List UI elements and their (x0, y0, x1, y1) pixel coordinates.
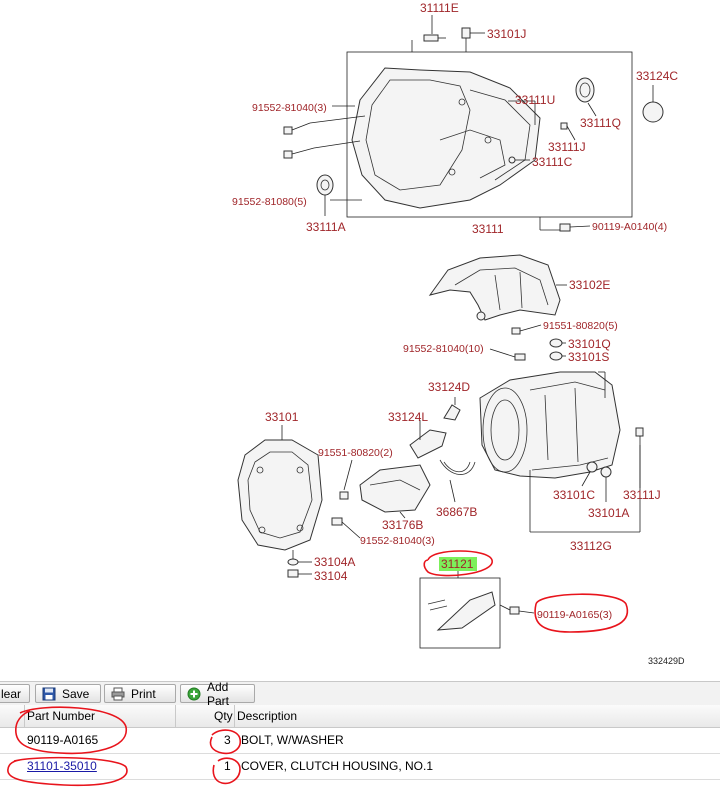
plus-circle-icon (187, 687, 201, 701)
bolt-91551-80820-5 (476, 311, 486, 321)
qty-cell: 3 (224, 733, 231, 747)
callout-91552-81040-10[interactable]: 91552-81040(10) (403, 343, 484, 355)
plug-33101A (600, 466, 612, 478)
column-header-part-number[interactable]: Part Number (27, 709, 96, 723)
callout-33101C[interactable]: 33101C (553, 488, 595, 502)
bolt-91552-81040-bot (331, 517, 343, 526)
highlight-31121 (439, 557, 477, 571)
clutch-housing-33101 (237, 439, 323, 551)
clear-button[interactable]: lear (0, 684, 30, 703)
toolbar: lear Save Print Add Part (0, 680, 720, 708)
bolt-90119-A0165 (509, 606, 520, 615)
parts-table: Part Number Qty Description 90119-A0165 … (0, 705, 720, 805)
column-header-qty[interactable]: Qty (214, 709, 233, 723)
callout-90119-A0165-3[interactable]: 90119-A0165(3) (537, 609, 612, 621)
table-row[interactable]: 31101-35010 1 COVER, CLUTCH HOUSING, NO.… (0, 754, 720, 780)
bolt-91551-80820-2 (339, 491, 349, 500)
parts-diagram: 31111E 33101J 33124C 91552-81040(3) 3311… (232, 1, 685, 666)
description-cell: COVER, CLUTCH HOUSING, NO.1 (241, 759, 434, 773)
callout-33101A[interactable]: 33101A (588, 506, 629, 520)
callout-91552-81040-3-bot[interactable]: 91552-81040(3) (360, 535, 435, 547)
callout-33111J-top[interactable]: 33111J (548, 140, 586, 154)
washer-33104A (287, 558, 299, 566)
callout-33104A[interactable]: 33104A (314, 555, 355, 569)
callout-91551-80820-2[interactable]: 91551-80820(2) (318, 447, 393, 459)
callout-33124C[interactable]: 33124C (636, 69, 678, 83)
part-number-link[interactable]: 31101-35010 (27, 759, 97, 773)
callout-91552-81040-3-top[interactable]: 91552-81040(3) (252, 102, 327, 114)
column-header-description[interactable]: Description (237, 709, 298, 723)
callout-33111Q[interactable]: 33111Q (580, 116, 621, 130)
seal-33111A (316, 174, 334, 196)
upper-clutch-housing (351, 67, 541, 209)
callout-33111U[interactable]: 33111U (515, 93, 555, 107)
callout-91552-81080-5[interactable]: 91552-81080(5) (232, 196, 307, 208)
plug-33124C (642, 101, 664, 123)
table-row[interactable]: 90119-A0165 3 BOLT, W/WASHER (0, 728, 720, 754)
table-header: Part Number Qty Description (0, 705, 720, 728)
print-button[interactable]: Print (104, 684, 176, 703)
clear-button-label: lear (1, 686, 22, 701)
plug-33104 (287, 569, 299, 578)
bolt-91552-81080 (283, 147, 315, 159)
floppy-disk-icon (42, 687, 56, 701)
cover-33102E (428, 254, 561, 321)
callout-33111C[interactable]: 33111C (532, 155, 573, 169)
save-button-label: Save (62, 686, 90, 701)
plug-33101Q (549, 338, 563, 348)
printer-icon (111, 687, 125, 701)
annotation-circle-90119-A0165 (534, 593, 629, 633)
upper-housing-frame (346, 51, 633, 218)
diagram-reference-code: 332429D (648, 656, 685, 666)
plug-33101S (549, 351, 563, 361)
callout-33111A[interactable]: 33111A (306, 220, 346, 234)
bolt-91552-81040-top (283, 122, 311, 135)
callout-33111J-bot[interactable]: 33111J (623, 488, 661, 502)
bolt-90119-A0140 (559, 223, 591, 232)
callout-31111E[interactable]: 31111E (420, 1, 459, 15)
callout-33101S[interactable]: 33101S (568, 350, 609, 364)
save-button[interactable]: Save (35, 684, 101, 703)
cover-31121 (427, 591, 496, 631)
callout-33101[interactable]: 33101 (265, 410, 299, 424)
callout-33176B[interactable]: 33176B (382, 518, 423, 532)
print-button-label: Print (131, 686, 156, 701)
plug-33111J-bot (635, 427, 644, 437)
add-part-button-label: Add Part (207, 679, 230, 708)
callout-33112G[interactable]: 33112G (570, 539, 612, 553)
ring-36867B (439, 459, 476, 475)
breather-33101J (461, 27, 471, 39)
bolt-31111E (423, 34, 446, 42)
callout-36867B[interactable]: 36867B (436, 505, 477, 519)
part-33124L (409, 429, 447, 459)
plug-33111J-top (560, 122, 568, 130)
bolt-91552-81040-10 (514, 353, 526, 361)
case-33112G (479, 371, 621, 479)
cover-31121-frame (419, 577, 501, 649)
callout-90119-A0140-4[interactable]: 90119-A0140(4) (592, 221, 667, 233)
callout-33104[interactable]: 33104 (314, 569, 348, 583)
callout-91551-80820-5[interactable]: 91551-80820(5) (543, 320, 618, 332)
callout-33101Q[interactable]: 33101Q (568, 337, 611, 351)
part-33176B (359, 464, 431, 513)
callout-33102E[interactable]: 33102E (569, 278, 610, 292)
seal-33111Q (575, 77, 595, 103)
add-part-button[interactable]: Add Part (180, 680, 255, 708)
plug-33101C (586, 461, 598, 473)
callout-33124D[interactable]: 33124D (428, 380, 470, 394)
part-number-cell: 90119-A0165 (27, 733, 99, 747)
annotation-circle-31121 (423, 550, 493, 577)
qty-cell: 1 (224, 759, 231, 773)
callout-33111[interactable]: 33111 (472, 222, 504, 236)
plug-33111C (508, 156, 516, 164)
callout-33101J[interactable]: 33101J (487, 27, 526, 41)
callout-31121[interactable]: 31121 (441, 557, 474, 571)
part-33124D (443, 404, 461, 421)
callout-33124L[interactable]: 33124L (388, 410, 428, 424)
description-cell: BOLT, W/WASHER (241, 733, 344, 747)
